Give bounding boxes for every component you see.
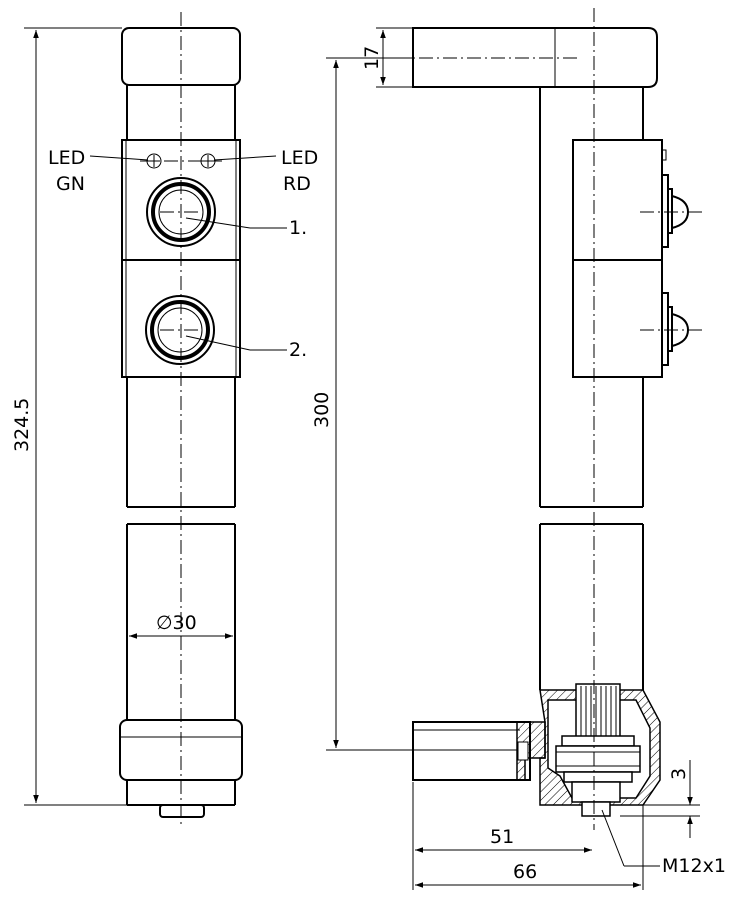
dim-66: 66 <box>513 861 537 883</box>
led-red-label-line1: LED <box>281 147 318 169</box>
thread-label: M12x1 <box>662 855 726 877</box>
dim-length: 300 <box>311 392 333 428</box>
bottom-arm <box>412 721 531 781</box>
button-2-label: 2. <box>289 339 307 361</box>
side-lower-module <box>572 259 663 378</box>
push-button-2 <box>145 295 215 365</box>
button-1-label: 1. <box>289 217 307 239</box>
cable-gland <box>555 683 641 817</box>
led-green-label-line2: GN <box>56 173 85 195</box>
dim-diameter: ∅30 <box>156 612 197 634</box>
led-red-label-line2: RD <box>283 173 311 195</box>
top-arm <box>412 27 658 88</box>
led-green-label-line1: LED <box>48 147 85 169</box>
dim-total-height: 324.5 <box>11 398 33 452</box>
connector-stub <box>159 804 205 818</box>
front-view: LED GN LED RD 1. 2. 324.5 ∅30 <box>11 12 318 825</box>
side-view: 17 300 3 51 66 M12x1 <box>311 8 726 890</box>
side-button-1 <box>640 174 704 248</box>
side-upper-module <box>572 139 663 261</box>
dim-51: 51 <box>490 826 514 848</box>
side-button-2 <box>640 292 704 366</box>
dim-3: 3 <box>668 768 690 780</box>
